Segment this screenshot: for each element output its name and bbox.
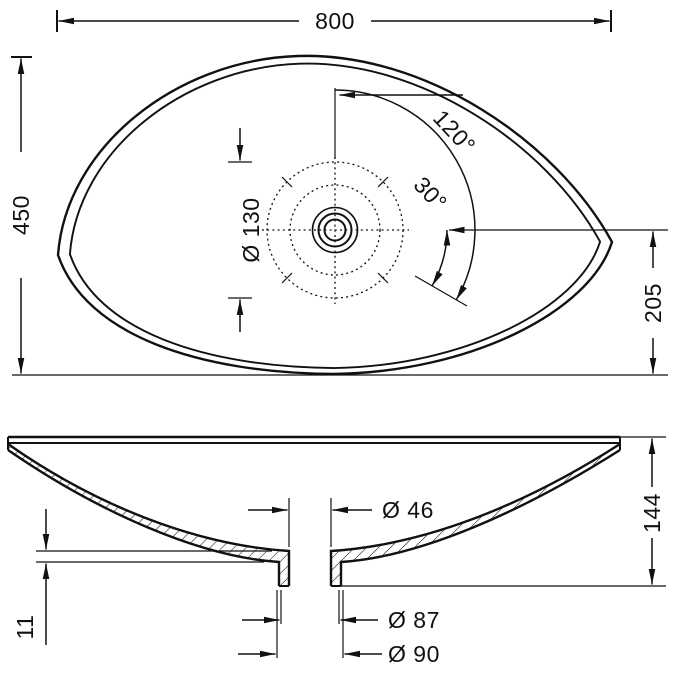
top-view: 800 450 Ø 130 120° 30°	[8, 8, 668, 376]
circle-tick-nw	[281, 176, 293, 188]
shell-hatch-left	[8, 443, 289, 586]
dim-87-label: Ø 87	[388, 607, 440, 633]
section-view: Ø 46 144 11 Ø 87 Ø 90	[7, 435, 666, 667]
dim-144-label: 144	[639, 493, 665, 533]
angle-30-label: 30°	[409, 172, 453, 216]
dim-205-label: 205	[640, 283, 666, 323]
basin-inner-rim-outline	[68, 62, 602, 369]
dim-450-label: 450	[8, 195, 34, 235]
angle-30-arc	[431, 229, 451, 287]
dim-130-label: Ø 130	[238, 197, 264, 262]
angle-30-radial-line	[414, 275, 468, 307]
bowl-inner-surface-right	[329, 442, 621, 586]
basin-outer-outline	[56, 54, 614, 376]
bowl-outer-surface-left	[7, 449, 281, 586]
circle-tick-sw	[281, 272, 293, 284]
dim-90-label: Ø 90	[388, 641, 440, 667]
angle-120-arc	[334, 89, 476, 301]
dim-46-label: Ø 46	[382, 497, 434, 523]
shell-hatch-right	[331, 443, 620, 586]
circle-tick-ne	[377, 176, 389, 188]
dim-11-label: 11	[12, 615, 38, 640]
circle-tick-se	[377, 272, 389, 284]
bowl-outer-surface-right	[339, 448, 621, 586]
bowl-inner-surface-left	[7, 443, 291, 586]
dim-800-label: 800	[315, 8, 355, 34]
